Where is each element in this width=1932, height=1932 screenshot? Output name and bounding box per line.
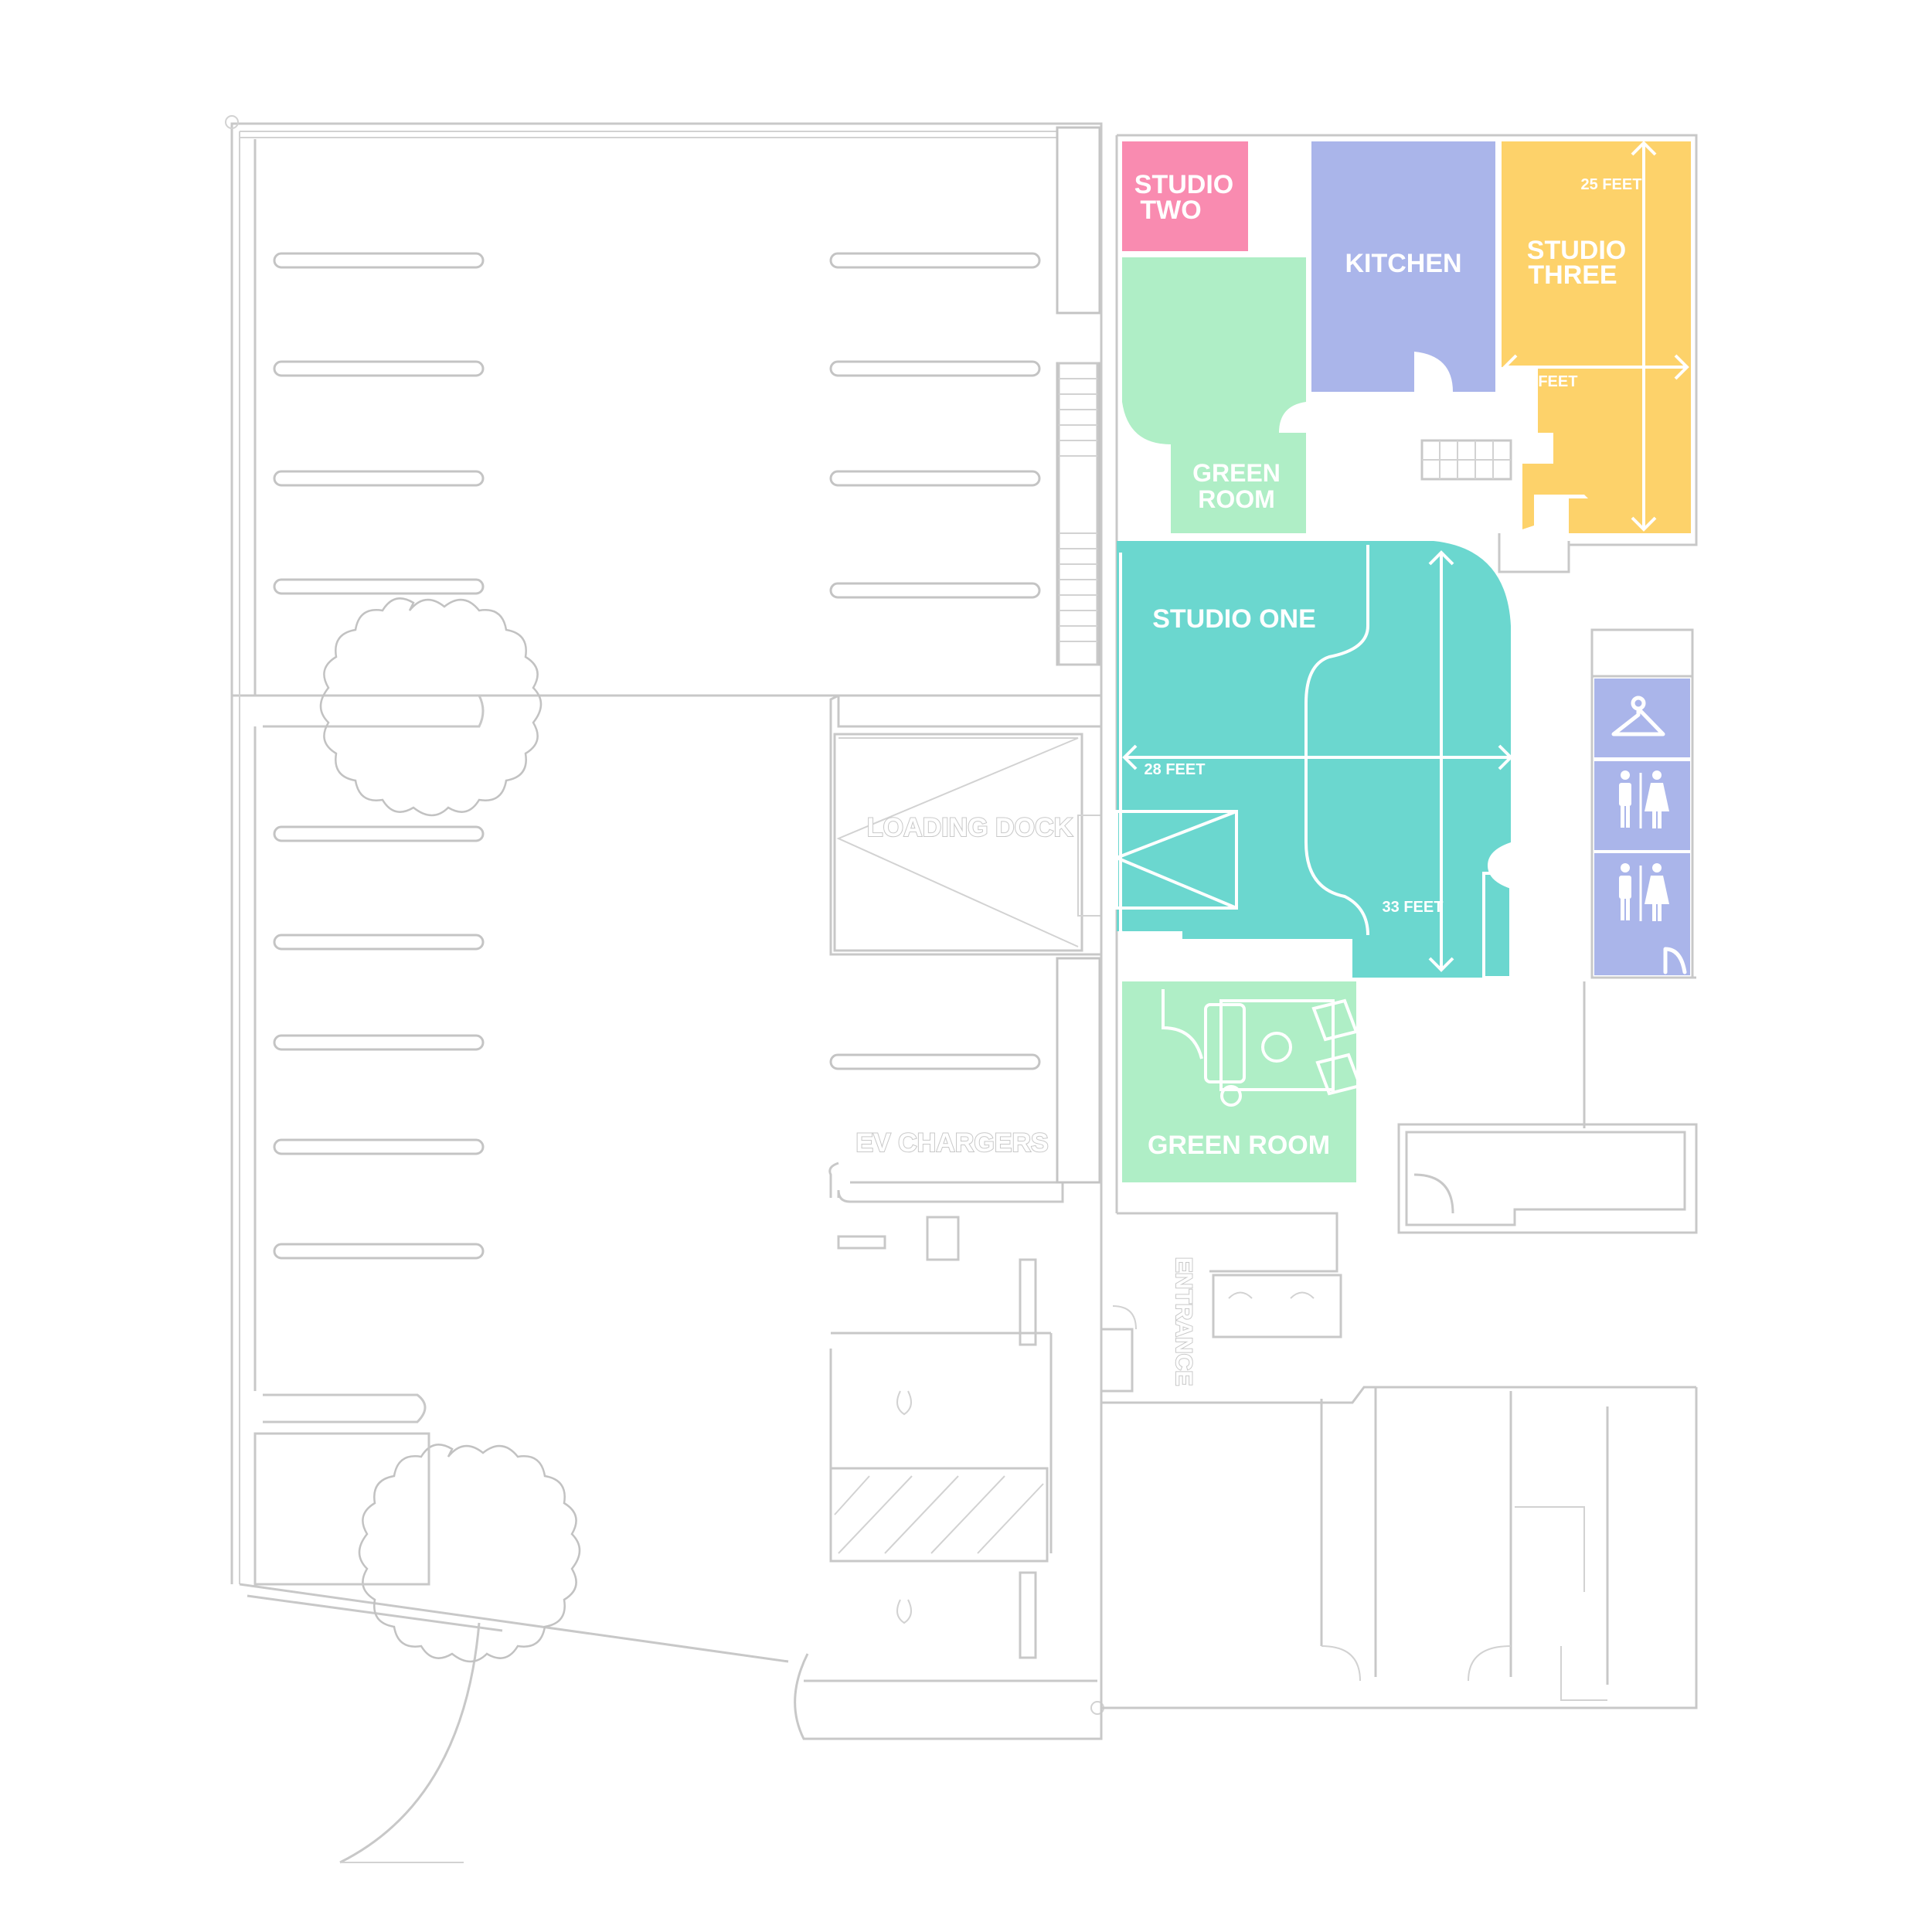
amenities <box>1590 628 1694 975</box>
coffee-table <box>1261 1032 1292 1063</box>
studio-three-width-arrow-left <box>1502 354 1518 380</box>
studio-one-length-arrow-bottom <box>1428 957 1454 972</box>
restroom-two[interactable] <box>1594 853 1690 975</box>
door-swing <box>1162 989 1203 1060</box>
studio-one-platform <box>1115 810 1238 910</box>
armchair-bottom <box>1315 1053 1362 1096</box>
studio-three-label-line2: THREE <box>1528 260 1617 290</box>
studio-three-width-arrow-right <box>1674 354 1689 380</box>
green-room-upper[interactable]: GREEN ROOM <box>1122 257 1306 533</box>
studio-three-length-label: 25 FEET <box>1581 176 1642 193</box>
studio-one-width-arrow-left <box>1122 744 1138 770</box>
sofa <box>1204 1003 1246 1083</box>
studio-three-fill <box>1502 141 1691 533</box>
studio-one-width-arrow-right <box>1498 744 1513 770</box>
studio-three-width-label: 16 FEET <box>1517 373 1578 390</box>
green-room-lower[interactable]: GREEN ROOM <box>1122 981 1362 1182</box>
studio-three-label-line1: STUDIO <box>1527 236 1626 265</box>
building-outline: ENTRANCE <box>1100 134 1698 1709</box>
studio-one-length-arrow-top <box>1428 550 1454 566</box>
studio-one-fill <box>1117 541 1511 978</box>
green-room-upper-label-line1: GREEN <box>1192 459 1281 487</box>
ev-chargers-label: EV CHARGERS <box>855 1128 1048 1158</box>
loading-dock: LOADING DOCK <box>829 694 1103 956</box>
coat-hanger-icon <box>1611 696 1665 736</box>
restroom-icon <box>1619 863 1687 975</box>
studio-one-length-label: 33 FEET <box>1383 899 1444 916</box>
studio-one-storage <box>1482 872 1512 979</box>
studio-one-platform-diagonal <box>1116 810 1237 910</box>
studio-three-length-arrow-top <box>1631 141 1657 156</box>
studio-two[interactable]: STUDIO TWO <box>1122 141 1248 251</box>
loading-dock-label: LOADING DOCK <box>867 813 1073 842</box>
studio-one[interactable]: STUDIO ONE 28 FEET 33 FEET <box>1115 541 1513 979</box>
entrance-label: ENTRANCE <box>1171 1257 1196 1386</box>
kitchen[interactable]: KITCHEN <box>1311 141 1495 392</box>
stairs <box>1057 362 1570 666</box>
studio-three-length-arrow-bottom <box>1631 516 1657 532</box>
building-west-wall <box>1056 124 1103 1708</box>
rug <box>1219 999 1335 1091</box>
studio-one-label: STUDIO ONE <box>1152 604 1316 634</box>
green-room-upper-label-line2: ROOM <box>1198 485 1275 513</box>
ev-charger-area: EV CHARGERS <box>829 1128 1064 1659</box>
green-room-lower-label: GREEN ROOM <box>1148 1131 1330 1160</box>
side-table <box>1220 1085 1242 1107</box>
studio-one-inner-curve <box>1304 545 1369 936</box>
kitchen-label: KITCHEN <box>1345 249 1461 278</box>
green-room-upper-fill <box>1122 257 1306 533</box>
restroom-one[interactable] <box>1594 761 1690 850</box>
parking-stalls-left <box>273 252 485 1260</box>
studio-two-fill <box>1122 141 1248 251</box>
studio-one-corner-curve <box>1119 553 1183 964</box>
parking-stalls-right <box>828 252 1053 1553</box>
armchair-top <box>1311 998 1359 1042</box>
studio-three[interactable]: STUDIO THREE 25 FEET 16 FEET <box>1502 141 1691 533</box>
parking-lot <box>225 115 1104 1864</box>
kitchen-fill <box>1311 141 1495 392</box>
studio-one-width-label: 28 FEET <box>1145 761 1206 778</box>
coat-check-room[interactable] <box>1594 679 1690 757</box>
studio-two-label-line1: STUDIO <box>1134 170 1233 199</box>
trees <box>253 597 581 1663</box>
studio-two-label-line2: TWO <box>1140 196 1201 225</box>
restroom-icon <box>1619 770 1669 828</box>
